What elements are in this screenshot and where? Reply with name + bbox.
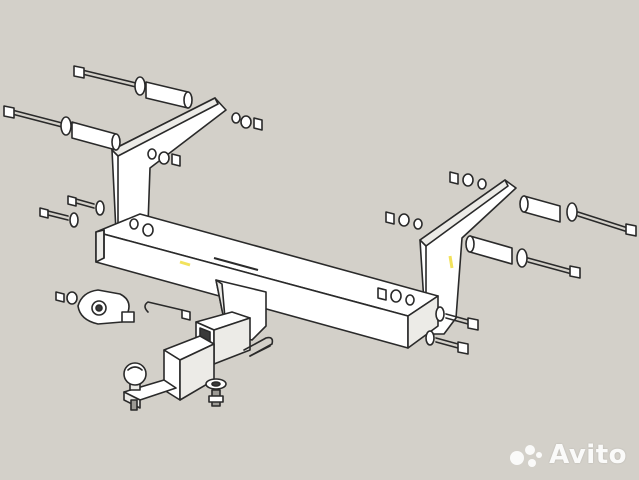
short-bolt-left-2 bbox=[39, 207, 79, 228]
ball-mount bbox=[123, 335, 215, 411]
short-bolt-right-1 bbox=[435, 306, 479, 331]
nuts-washers-bracket-left bbox=[129, 218, 154, 237]
long-bolt-upper-right bbox=[519, 195, 637, 237]
avito-dots-logo-icon bbox=[510, 445, 543, 467]
long-bolt-lower-right bbox=[465, 235, 581, 279]
nuts-washers-mid-left bbox=[147, 148, 181, 167]
nuts-washers-top-right bbox=[449, 171, 487, 190]
nuts-washers-beam-right bbox=[377, 287, 415, 306]
nuts-washers-mid-right bbox=[385, 211, 423, 230]
short-bolt-right-2 bbox=[425, 330, 469, 355]
nuts-washers-socket bbox=[55, 291, 78, 305]
wiring-socket-bracket bbox=[77, 289, 135, 325]
long-bolt-lower-left bbox=[3, 105, 121, 151]
short-bolt-left-1 bbox=[67, 195, 105, 216]
bottom-bolt bbox=[205, 378, 227, 407]
left-bracket bbox=[111, 97, 227, 233]
long-bolt-upper-left bbox=[73, 65, 193, 109]
hitch-clip bbox=[243, 336, 274, 357]
safety-pin bbox=[144, 301, 191, 321]
avito-watermark: Avito bbox=[509, 440, 627, 470]
nuts-washers-top-left bbox=[231, 112, 263, 131]
avito-watermark-text: Avito bbox=[549, 440, 627, 470]
